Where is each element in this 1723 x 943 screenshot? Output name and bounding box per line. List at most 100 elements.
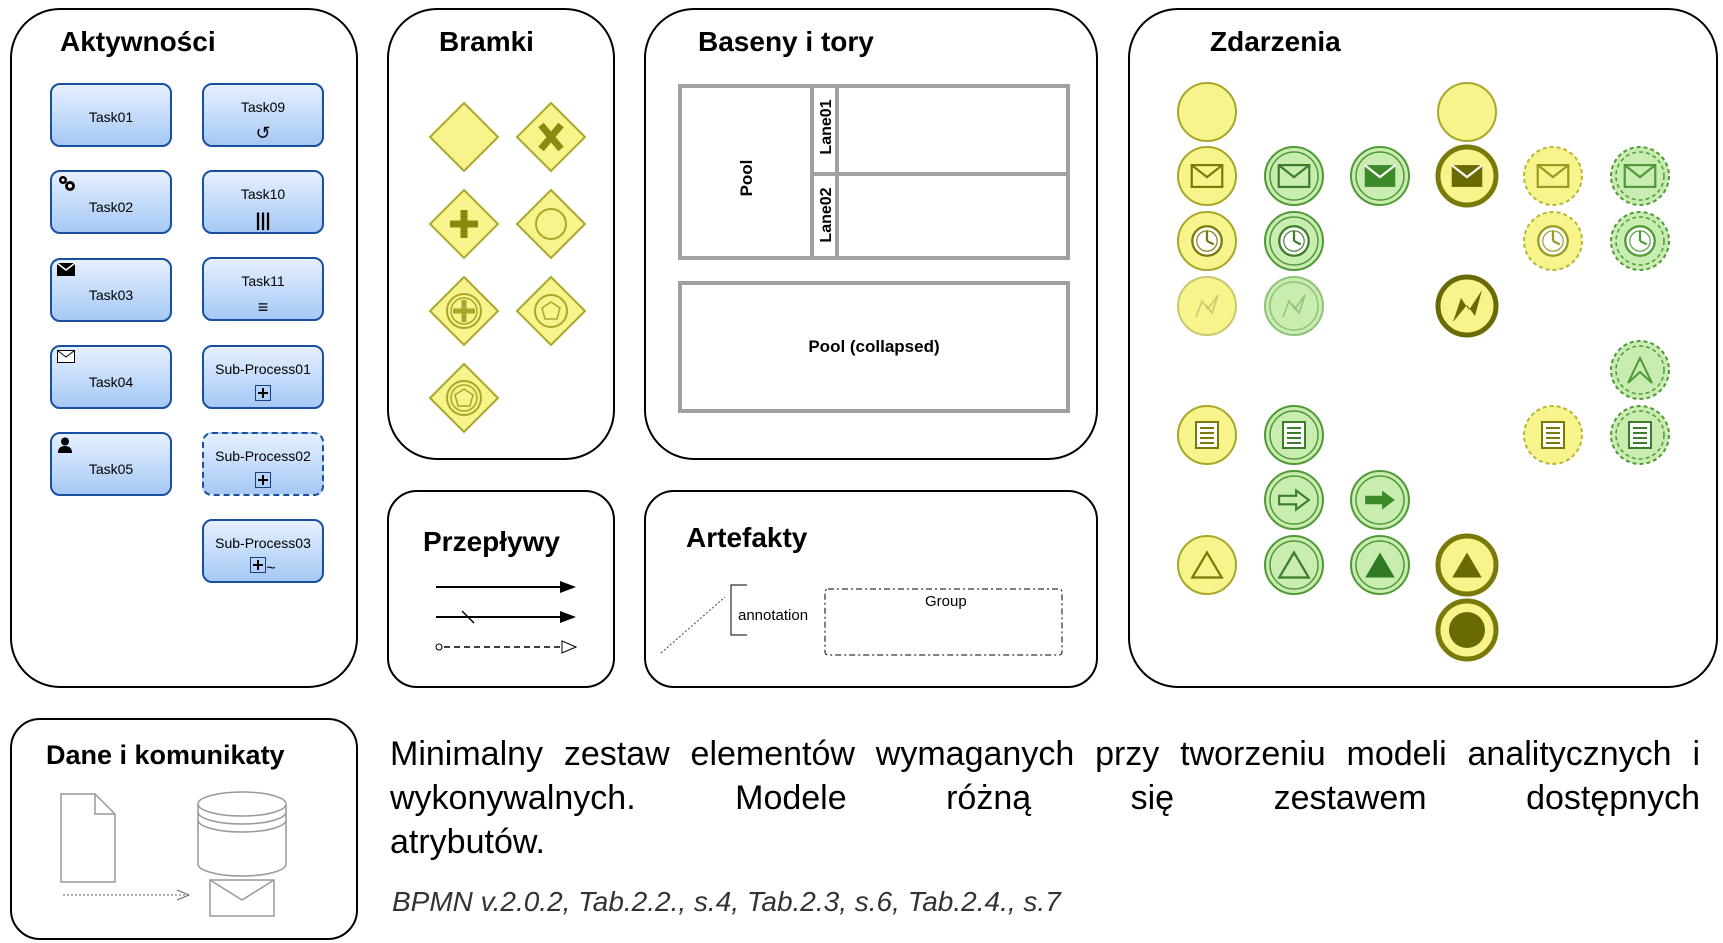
- lane01[interactable]: Lane01: [814, 88, 1066, 176]
- start-event-icon[interactable]: [1177, 82, 1237, 142]
- message-flow-icon[interactable]: [435, 640, 578, 654]
- sequential-multi-instance-icon: ≡: [257, 297, 269, 317]
- link-intermediate-catch-icon[interactable]: [1264, 470, 1324, 530]
- task03[interactable]: Task03: [50, 258, 172, 322]
- message-end-event-icon[interactable]: [1435, 144, 1499, 208]
- activities-title: Aktywności: [60, 26, 216, 57]
- task01[interactable]: Task01: [50, 83, 172, 147]
- event-based-parallel-gateway-icon[interactable]: [428, 362, 500, 434]
- sub-process01-label: Sub-Process01: [215, 361, 311, 377]
- pools-title: Baseny i tory: [698, 26, 874, 57]
- conditional-non-interrupting-boundary-icon[interactable]: [1610, 405, 1670, 465]
- conditional-intermediate-event-icon[interactable]: [1264, 405, 1324, 465]
- task05[interactable]: Task05: [50, 432, 172, 496]
- group-label: Group: [925, 593, 967, 610]
- text-annotation-bracket[interactable]: [730, 584, 747, 636]
- task04-label: Task04: [88, 374, 134, 390]
- message-non-interrupting-boundary-icon[interactable]: [1610, 146, 1670, 206]
- data-title: Dane i komunikaty: [46, 740, 285, 770]
- pool[interactable]: Pool Lane01 Lane02: [678, 84, 1070, 260]
- inclusive-gateway-icon[interactable]: [515, 188, 587, 260]
- collapsed-subprocess-icon: [204, 385, 322, 404]
- annotation-label: annotation: [738, 607, 809, 624]
- sub-process02[interactable]: Sub-Process02: [202, 432, 324, 496]
- gateways-title: Bramki: [439, 26, 534, 57]
- timer-start-event-icon[interactable]: [1177, 211, 1237, 271]
- collapsed-subprocess-icon: [204, 472, 322, 491]
- task03-label: Task03: [88, 287, 134, 303]
- task11-label: Task11: [241, 273, 285, 289]
- pool-header: [682, 88, 814, 256]
- task10-label: Task10: [240, 186, 286, 202]
- task04[interactable]: Task04: [50, 345, 172, 409]
- gears-icon: [57, 175, 77, 193]
- end-event-yellow-icon[interactable]: [1437, 82, 1497, 142]
- sub-process02-label: Sub-Process02: [215, 448, 311, 464]
- task01-label: Task01: [88, 109, 134, 125]
- terminate-end-event-icon[interactable]: [1435, 598, 1499, 662]
- data-store-icon[interactable]: [197, 791, 287, 877]
- escalation-non-interrupting-boundary-icon[interactable]: [1610, 340, 1670, 400]
- message-start-event-icon[interactable]: [1177, 146, 1237, 206]
- sub-process03-label: Sub-Process03: [215, 535, 311, 551]
- sub-process03[interactable]: Sub-Process03 ~: [202, 519, 324, 583]
- send-message-icon: [57, 263, 75, 276]
- data-association-icon[interactable]: [63, 889, 191, 901]
- data-object-icon[interactable]: [60, 793, 116, 883]
- exclusive-gateway-icon[interactable]: [428, 101, 500, 173]
- data-shapes: [60, 791, 287, 917]
- flows-panel: Przepływy: [387, 490, 615, 688]
- events-title: Zdarzenia: [1210, 26, 1341, 57]
- message-intermediate-catch-icon[interactable]: [1264, 146, 1324, 206]
- flow-shapes: [435, 581, 578, 654]
- message-icon[interactable]: [209, 879, 275, 917]
- task02[interactable]: Task02: [50, 170, 172, 234]
- flows-title: Przepływy: [423, 526, 560, 557]
- gateway-shapes: [428, 101, 587, 434]
- signal-end-event-icon[interactable]: [1435, 533, 1499, 597]
- conditional-non-interrupting-start-icon[interactable]: [1523, 405, 1583, 465]
- task09[interactable]: Task09 ↺: [202, 83, 324, 147]
- error-intermediate-event-icon[interactable]: [1264, 276, 1324, 336]
- pool-collapsed[interactable]: Pool (collapsed): [678, 281, 1070, 413]
- complex-gateway-icon[interactable]: [428, 275, 500, 347]
- error-end-event-icon[interactable]: [1435, 274, 1499, 338]
- exclusive-gateway-x-icon[interactable]: [515, 101, 587, 173]
- event-based-gateway-icon[interactable]: [515, 275, 587, 347]
- sub-process01[interactable]: Sub-Process01: [202, 345, 324, 409]
- task10[interactable]: Task10 |||: [202, 170, 324, 234]
- user-icon: [57, 437, 73, 453]
- artifacts-title: Artefakty: [686, 522, 808, 553]
- pool-label: Pool: [737, 159, 756, 197]
- sequence-flow-icon[interactable]: [436, 581, 576, 593]
- group-box[interactable]: [824, 588, 1063, 656]
- association-line[interactable]: [660, 596, 726, 654]
- pool-collapsed-label: Pool (collapsed): [808, 337, 940, 356]
- parallel-gateway-icon[interactable]: [428, 188, 500, 260]
- timer-intermediate-event-icon[interactable]: [1264, 211, 1324, 271]
- task11[interactable]: Task11 ≡: [202, 257, 324, 321]
- task02-label: Task02: [88, 199, 134, 215]
- conditional-start-event-icon[interactable]: [1177, 405, 1237, 465]
- event-shapes: [1177, 82, 1670, 662]
- lane02[interactable]: Lane02: [814, 176, 1066, 256]
- link-intermediate-throw-icon[interactable]: [1350, 470, 1410, 530]
- lane-header-divider: [810, 88, 839, 256]
- timer-non-interrupting-boundary-icon[interactable]: [1610, 211, 1670, 271]
- gateways-panel: Bramki: [387, 8, 615, 460]
- signal-intermediate-catch-icon[interactable]: [1264, 535, 1324, 595]
- error-start-event-icon[interactable]: [1177, 276, 1237, 336]
- timer-non-interrupting-start-icon[interactable]: [1523, 211, 1583, 271]
- receive-message-icon: [57, 350, 75, 363]
- signal-start-event-icon[interactable]: [1177, 535, 1237, 595]
- reference-note: BPMN v.2.0.2, Tab.2.2., s.4, Tab.2.3, s.…: [392, 886, 1061, 917]
- parallel-multi-instance-icon: |||: [255, 210, 271, 230]
- message-non-interrupting-start-icon[interactable]: [1523, 146, 1583, 206]
- default-flow-icon[interactable]: [436, 610, 576, 624]
- description-paragraph-end: atrybutów.: [390, 823, 545, 861]
- task09-label: Task09: [240, 99, 286, 115]
- task05-label: Task05: [88, 461, 134, 477]
- message-intermediate-throw-icon[interactable]: [1350, 146, 1410, 206]
- loop-icon: ↺: [255, 123, 271, 143]
- signal-intermediate-throw-icon[interactable]: [1350, 535, 1410, 595]
